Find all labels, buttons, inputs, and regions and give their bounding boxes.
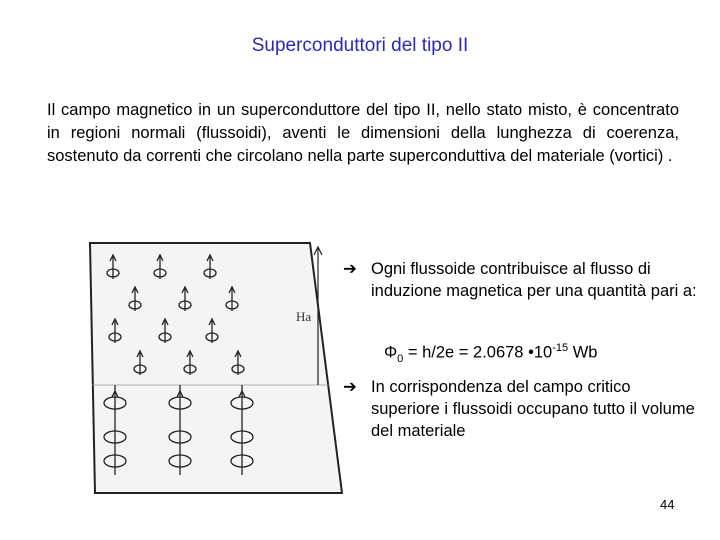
intro-paragraph: Il campo magnetico in un superconduttore… [47,101,679,165]
field-arrowhead [313,245,323,256]
formula-unit: Wb [568,343,598,362]
front-vortex-column [230,385,254,475]
formula-middle: = h/2e = 2.0678 •10 [403,343,553,362]
bullet-text: Ogni flussoide contribuisce al flusso di… [371,260,697,300]
fluxoid-figure: Ha [60,235,350,500]
bullet-item: ➔ In corrispondenza del campo critico su… [343,376,703,442]
slide-title: Superconduttori del tipo II [251,35,469,56]
vortex [225,285,239,311]
fluxoid-diagram: Ha [88,242,344,494]
bullet-text: In corrispondenza del campo critico supe… [371,378,695,440]
bullet-list: ➔ Ogni flussoide contribuisce al flusso … [343,258,703,302]
bullet-list-2: ➔ In corrispondenza del campo critico su… [343,376,703,442]
arrow-bullet-icon: ➔ [343,378,357,396]
bullet-item: ➔ Ogni flussoide contribuisce al flusso … [343,258,703,302]
vortex [203,253,217,279]
field-label: Ha [296,309,311,324]
flux-quantum-formula: Φ0 = h/2e = 2.0678 •10-15 Wb [384,342,597,365]
vortex [183,349,197,375]
superconductor-slab [88,242,344,494]
vortex [108,317,122,343]
vortex-group [103,253,254,475]
front-vortex-column [103,385,127,475]
front-vortex-column [168,385,192,475]
vortex [158,317,172,343]
formula-exponent: -15 [552,342,569,354]
vortex [133,349,147,375]
vortex [106,253,120,279]
phi-subscript: 0 [397,352,404,365]
vortex [153,253,167,279]
vortex [128,285,142,311]
arrow-bullet-icon: ➔ [343,260,357,278]
vortex [231,349,245,375]
phi-symbol: Φ [384,343,398,362]
vortex [205,317,219,343]
vortex [178,285,192,311]
page-number: 44 [660,497,675,512]
